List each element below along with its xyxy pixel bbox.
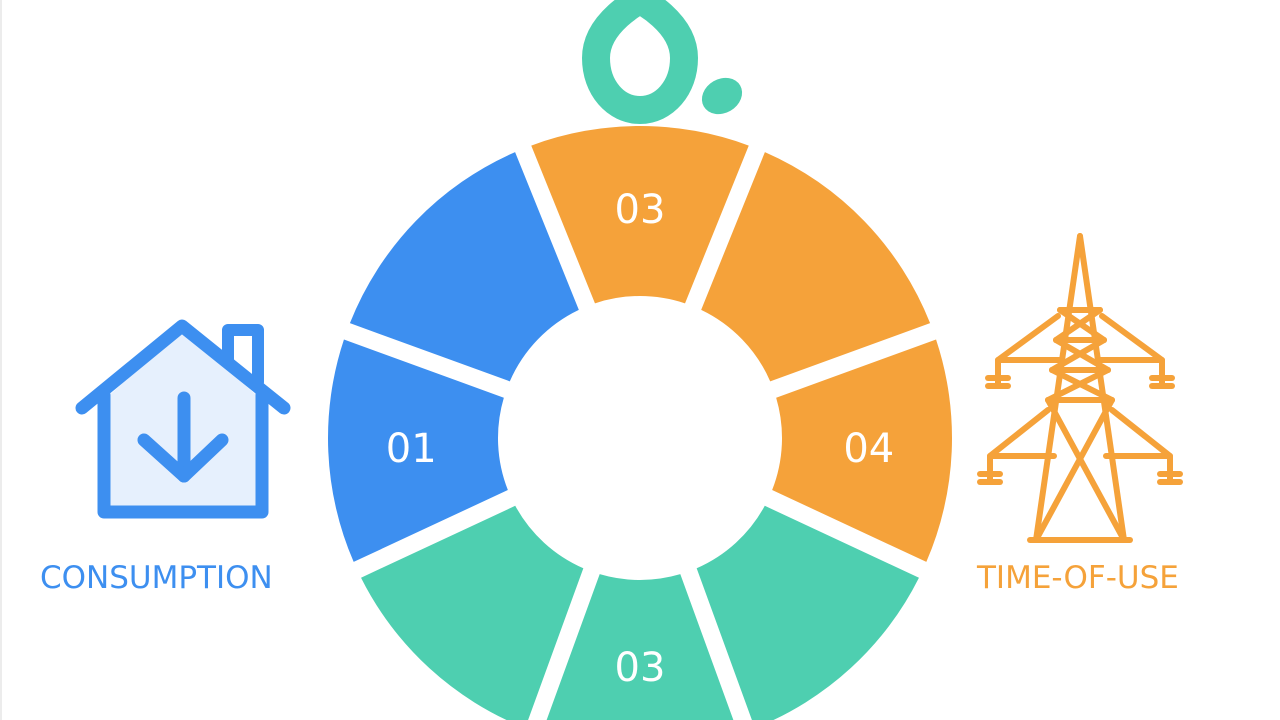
house-with-down-arrow-icon bbox=[75, 319, 291, 519]
segment-label-right: 04 bbox=[843, 426, 894, 472]
segment-label-bottom: 03 bbox=[615, 187, 666, 233]
segment-left-upper bbox=[361, 505, 584, 720]
segment-top bbox=[546, 574, 734, 720]
segment-right-top bbox=[696, 505, 919, 720]
time-of-use-label: TIME-OF-USE bbox=[977, 560, 1179, 596]
water-drop-icon bbox=[581, 0, 743, 125]
segment-left-bottom bbox=[349, 152, 579, 382]
segment-right-bottom bbox=[701, 152, 931, 382]
consumption-label: CONSUMPTION bbox=[40, 560, 273, 596]
segment-label-left-top: 01 bbox=[386, 426, 437, 472]
power-transmission-tower-icon bbox=[977, 233, 1183, 543]
segment-bottom bbox=[531, 126, 749, 304]
segment-left-top bbox=[327, 339, 508, 562]
segment-label-top: 03 bbox=[615, 645, 666, 691]
segment-right bbox=[772, 339, 952, 562]
segment-ring: 01 03 04 03 bbox=[327, 126, 952, 720]
